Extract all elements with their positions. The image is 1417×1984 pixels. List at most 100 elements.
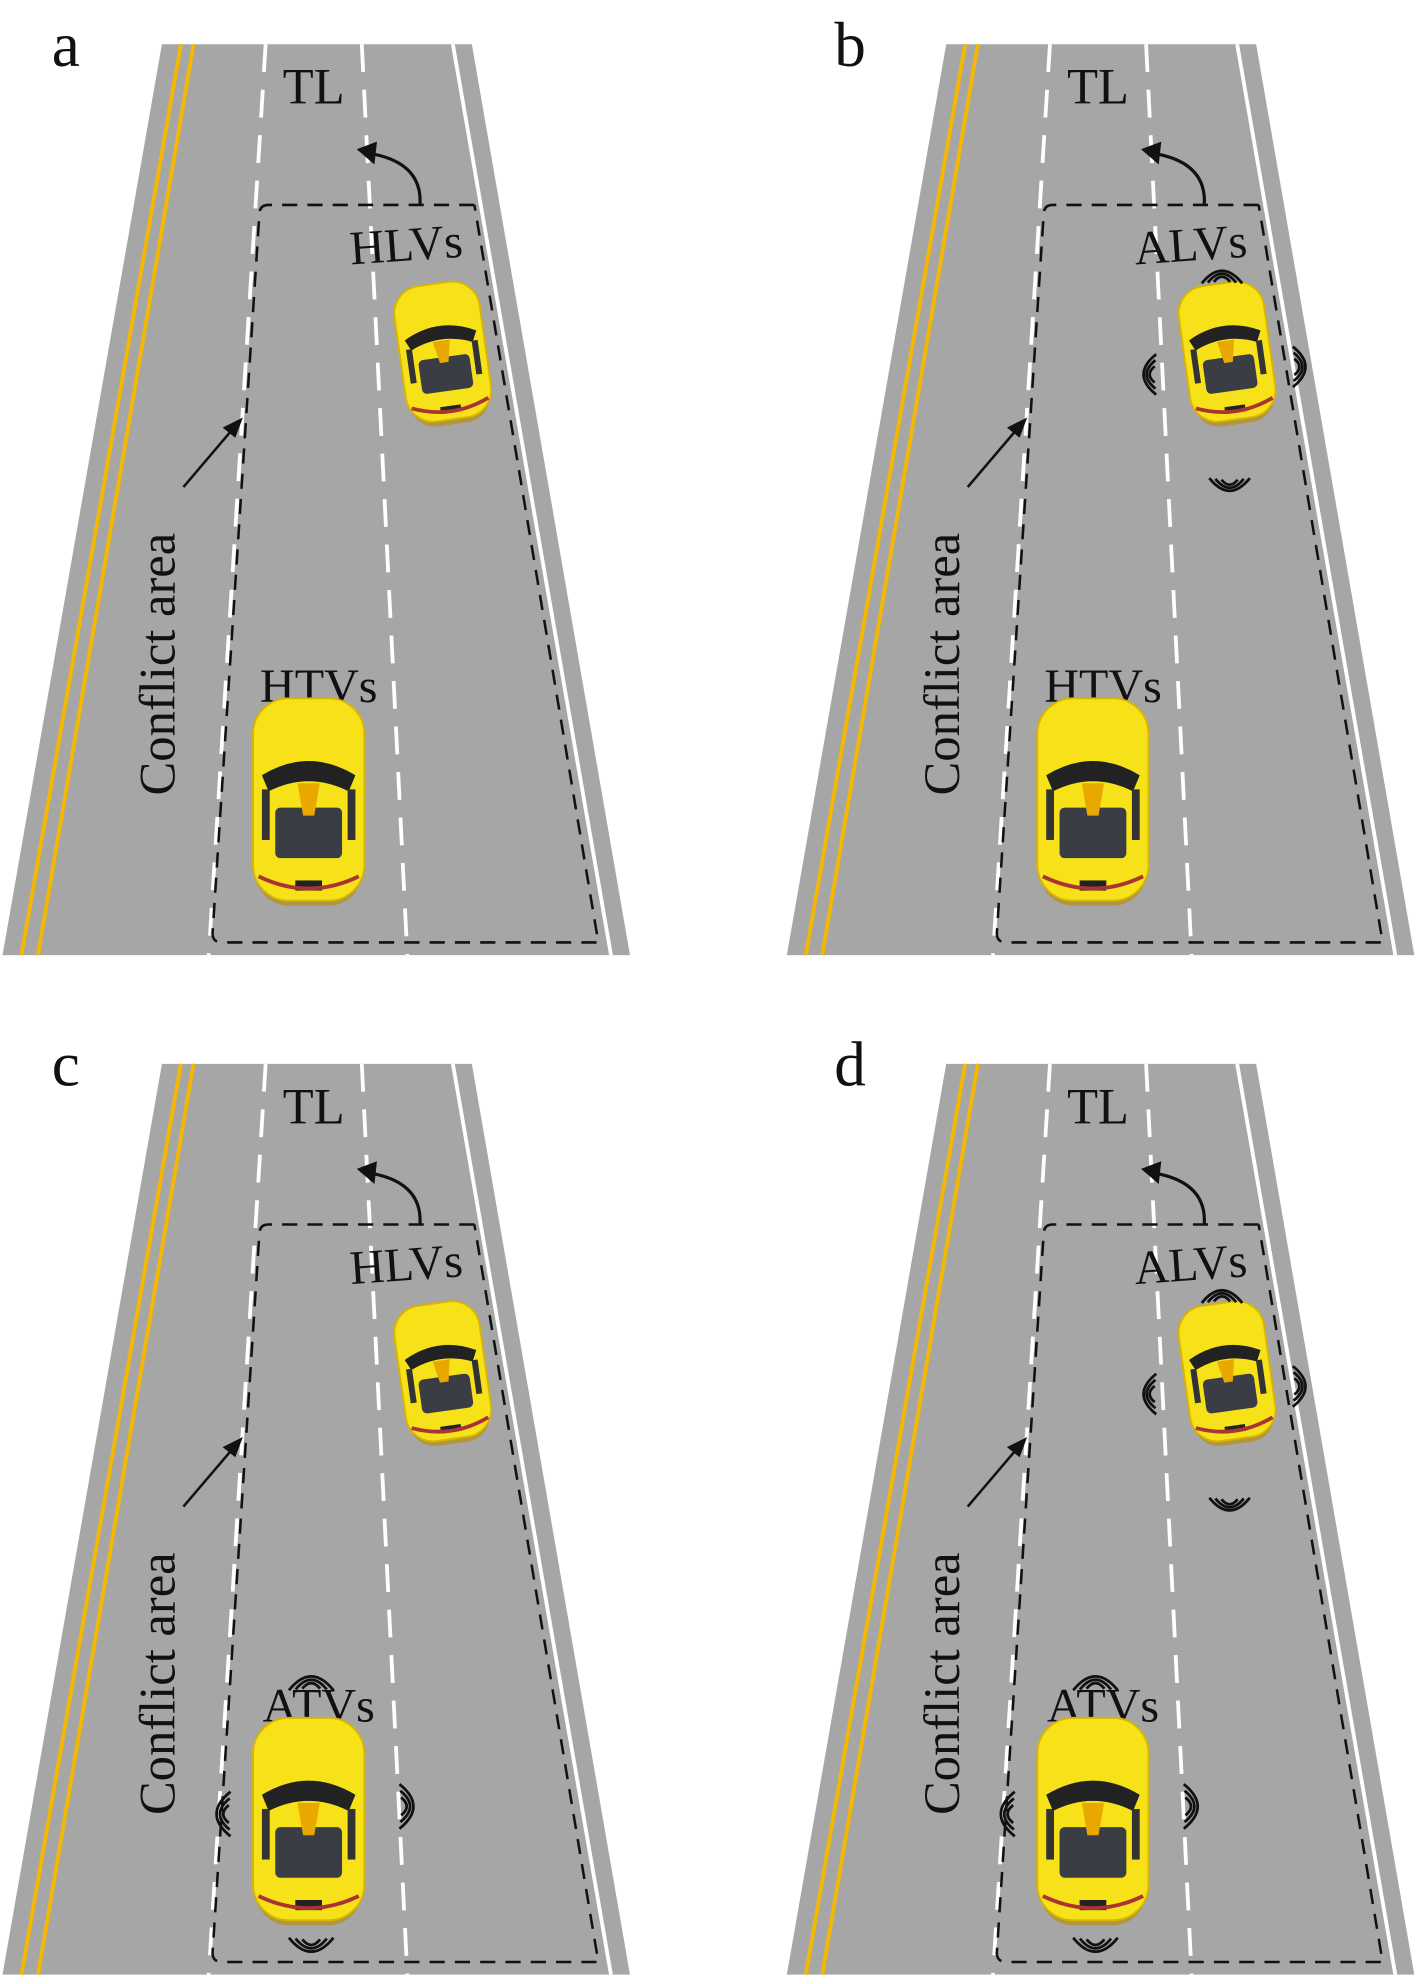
car-side-left [1046, 789, 1054, 840]
signal-arc [1291, 1365, 1307, 1408]
leading-vehicle-car [1177, 1300, 1277, 1447]
arrowhead [1141, 141, 1162, 165]
road [2, 1063, 630, 1975]
car-side-right [1255, 1359, 1267, 1395]
center-line-yellow [19, 1063, 183, 1975]
edge-line-solid [1235, 1063, 1398, 1975]
signal-arc [221, 1804, 230, 1825]
panel-label: d [834, 1029, 866, 1099]
signal-arc [1145, 359, 1157, 390]
signal-arc [1293, 357, 1301, 377]
signal-arc [1145, 1378, 1157, 1410]
center-line-yellow [820, 1063, 980, 1975]
car-spoiler [1217, 1359, 1235, 1383]
car-taillights [1042, 1894, 1144, 1910]
target-vehicle-car [252, 1716, 366, 1926]
lane-divider-dashed [1144, 1063, 1194, 1975]
car-side-left [1046, 1808, 1054, 1860]
signal-arc [1148, 365, 1156, 384]
lane-divider-dashed [991, 44, 1052, 956]
arrowhead [1141, 1161, 1162, 1185]
signal-arc [1212, 275, 1232, 283]
signal-arc [1220, 478, 1239, 487]
signal-arc [1208, 477, 1251, 493]
connectivity-signal-icon [1208, 477, 1251, 493]
conflict-area-box [211, 1223, 600, 1964]
lane-divider-dashed [991, 1063, 1052, 1975]
car-rear-window [1202, 354, 1258, 394]
signal-arc [1200, 269, 1244, 285]
lane-divider-dashed [359, 1063, 410, 1975]
car-rear-window [418, 1373, 474, 1414]
car-spoiler [297, 1802, 320, 1836]
leading-vehicle-car [393, 280, 493, 427]
center-line-yellow [820, 43, 980, 956]
signal-arc [218, 1797, 231, 1831]
car-taillights [257, 874, 360, 891]
signal-arc [1142, 1372, 1158, 1416]
signal-arc [999, 1790, 1016, 1838]
car-taillights [411, 1415, 490, 1434]
connectivity-signal-icon [287, 1675, 335, 1692]
car-spoiler [432, 1359, 450, 1383]
center-line-yellow [36, 43, 196, 956]
center-line-yellow [803, 1063, 968, 1975]
arrowhead [1006, 417, 1028, 438]
leading-vehicle-car [1177, 280, 1277, 427]
lane-change-arrow [374, 152, 422, 206]
edge-line-solid [451, 1063, 613, 1975]
car-plate [1079, 1900, 1107, 1911]
lane-change-arrow [374, 1172, 422, 1225]
connectivity-signal-icon [1291, 345, 1307, 389]
car-windshield [261, 761, 356, 792]
target-vehicle-car [1036, 1716, 1150, 1926]
car-side-left [261, 789, 270, 840]
lane-change-arrow [1158, 1172, 1206, 1225]
lane-divider-dashed [206, 44, 268, 956]
edge-line-solid [1235, 43, 1398, 956]
signal-arc [287, 1675, 335, 1692]
car-taillights [411, 396, 490, 414]
car-windshield [261, 1780, 356, 1811]
leading-vehicle-label: HLVs [348, 215, 464, 276]
car-side-right [347, 789, 356, 840]
signal-arc [215, 1790, 232, 1838]
signal-arc [1206, 272, 1238, 284]
connectivity-signal-icon [1072, 1936, 1119, 1954]
signal-arc [1220, 1498, 1239, 1506]
target-vehicle-car [1036, 697, 1150, 906]
car-side-left [261, 1808, 270, 1860]
connectivity-signal-icon [1182, 1783, 1200, 1830]
car-taillights [257, 1894, 360, 1910]
car-side-right [1131, 789, 1140, 840]
signal-arc [399, 1789, 412, 1824]
conflict-area-pointer [182, 1446, 235, 1508]
conflict-area-label: Conflict area [130, 1552, 186, 1815]
signal-arc [1214, 1497, 1245, 1509]
signal-arc [1292, 1371, 1304, 1402]
car-spoiler [1081, 783, 1105, 816]
conflict-area-pointer [182, 426, 235, 488]
car-plate [295, 880, 323, 891]
signal-arc [1002, 1797, 1015, 1831]
car-windshield [1046, 1780, 1140, 1811]
signal-arc [1085, 1681, 1106, 1690]
connectivity-signal-icon [1142, 353, 1158, 396]
conflict-area-label: Conflict area [914, 1552, 970, 1815]
conflict-area-box [995, 203, 1385, 944]
signal-arc [294, 1678, 328, 1691]
connectivity-signal-icon [1142, 1372, 1158, 1416]
signal-arc [1291, 345, 1307, 389]
car-windshield [404, 325, 477, 351]
lane-divider-dashed [1144, 44, 1194, 956]
conflict-area-label: Conflict area [130, 533, 186, 796]
road [2, 44, 630, 956]
car-spoiler [432, 339, 450, 364]
signal-arc [400, 1796, 409, 1817]
signal-arc [1078, 1678, 1113, 1691]
signal-arc [1214, 478, 1245, 490]
signal-arc [287, 1936, 335, 1954]
